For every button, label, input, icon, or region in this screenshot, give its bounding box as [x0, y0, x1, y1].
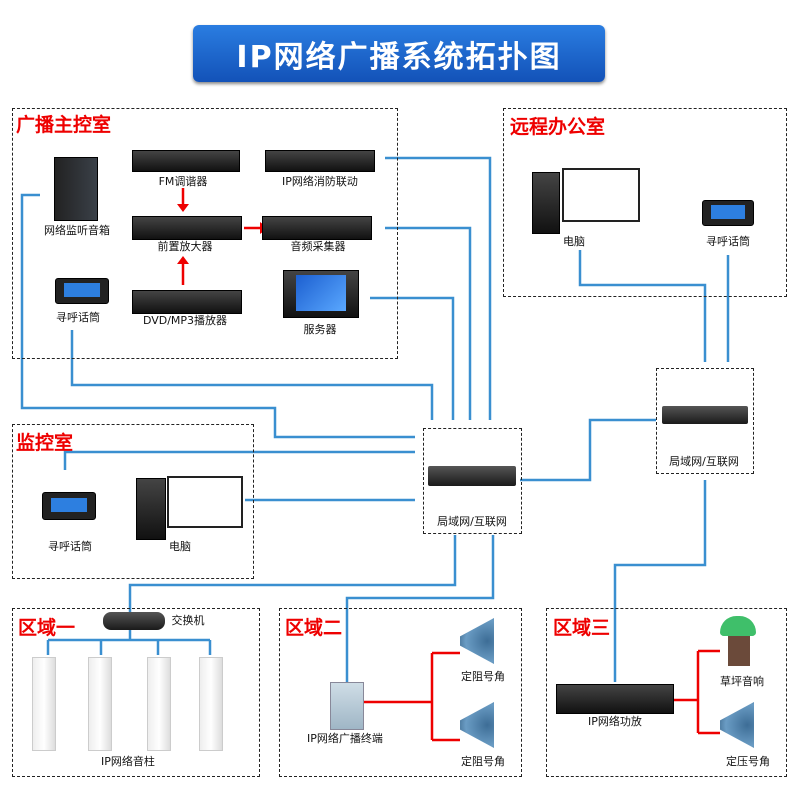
- center-switch-box: [423, 428, 522, 534]
- dvd-player-device: [132, 290, 242, 314]
- cable: [578, 250, 707, 362]
- paging-mic-device: [55, 278, 109, 304]
- cable: [520, 418, 656, 482]
- cable: [385, 156, 492, 420]
- device-label: 定阻号角: [461, 670, 505, 683]
- broadcast-terminal-device: [330, 682, 364, 730]
- device-label: 草坪音响: [720, 675, 764, 688]
- device-label: IP网络消防联动: [282, 175, 358, 188]
- region-title: 监控室: [16, 432, 74, 454]
- device-label: 交换机: [171, 614, 205, 627]
- cable: [345, 535, 495, 682]
- network-switch-icon: [428, 466, 516, 486]
- region-main-control: [12, 108, 398, 359]
- region-title: 广播主控室: [16, 114, 112, 136]
- device-label: 电脑: [563, 235, 585, 248]
- column-speaker: [32, 657, 56, 751]
- diagram-title: IP网络广播系统拓扑图: [193, 25, 605, 82]
- region-remote-office: [503, 108, 787, 297]
- region-zone3: [546, 608, 787, 777]
- device-label: IP网络功放: [588, 715, 642, 728]
- region-title: 区域三: [553, 617, 611, 639]
- region-zone1: [12, 608, 260, 777]
- fire-linkage-device: [265, 150, 375, 172]
- monitor-speaker-device: [54, 157, 98, 221]
- switch-label: 局域网/互联网: [437, 515, 507, 528]
- preamp-device: [132, 216, 242, 240]
- network-amplifier-device: [556, 684, 674, 714]
- column-speaker: [199, 657, 223, 751]
- cable: [613, 480, 707, 682]
- pc-tower: [532, 172, 560, 234]
- pc-monitor: [562, 168, 640, 222]
- paging-mic-device: [702, 200, 754, 226]
- remote-switch-box: [656, 368, 754, 474]
- device-label: IP网络音柱: [101, 755, 155, 768]
- cable: [385, 226, 472, 420]
- region-title: 远程办公室: [510, 116, 606, 138]
- device-label: 电脑: [169, 540, 191, 553]
- lawn-speaker-body: [728, 636, 750, 666]
- cable: [70, 330, 434, 420]
- region-zone2: [279, 608, 522, 777]
- region-title: 区域一: [18, 617, 76, 639]
- region-monitor-room: [12, 424, 254, 579]
- paging-mic-device: [42, 492, 96, 520]
- device-label: 网络监听音箱: [44, 224, 110, 237]
- device-label: 音频采集器: [290, 240, 346, 253]
- server-device: [283, 270, 359, 318]
- switch-label: 局域网/互联网: [669, 455, 739, 468]
- device-label: 寻呼话筒: [706, 235, 750, 248]
- device-label: FM调谐器: [158, 175, 208, 188]
- region-title: 区域二: [285, 617, 343, 639]
- fm-tuner-device: [132, 150, 240, 172]
- cable: [63, 450, 415, 470]
- pc-tower: [136, 478, 166, 540]
- device-label: 前置放大器: [157, 240, 213, 253]
- device-label: 寻呼话筒: [48, 540, 92, 553]
- device-label: 服务器: [303, 323, 337, 336]
- column-speaker: [147, 657, 171, 751]
- device-label: DVD/MP3播放器: [142, 314, 228, 327]
- device-label: 寻呼话筒: [56, 311, 100, 324]
- device-label: 定阻号角: [461, 755, 505, 768]
- cable: [128, 535, 457, 612]
- switch-icon: [103, 612, 165, 630]
- device-label: 定压号角: [726, 755, 770, 768]
- lawn-speaker-icon: [720, 616, 756, 636]
- device-label: IP网络广播终端: [307, 732, 383, 745]
- cable: [20, 193, 415, 439]
- pc-monitor: [167, 476, 243, 528]
- audio-collector-device: [262, 216, 372, 240]
- column-speaker: [88, 657, 112, 751]
- network-switch-icon: [662, 406, 748, 424]
